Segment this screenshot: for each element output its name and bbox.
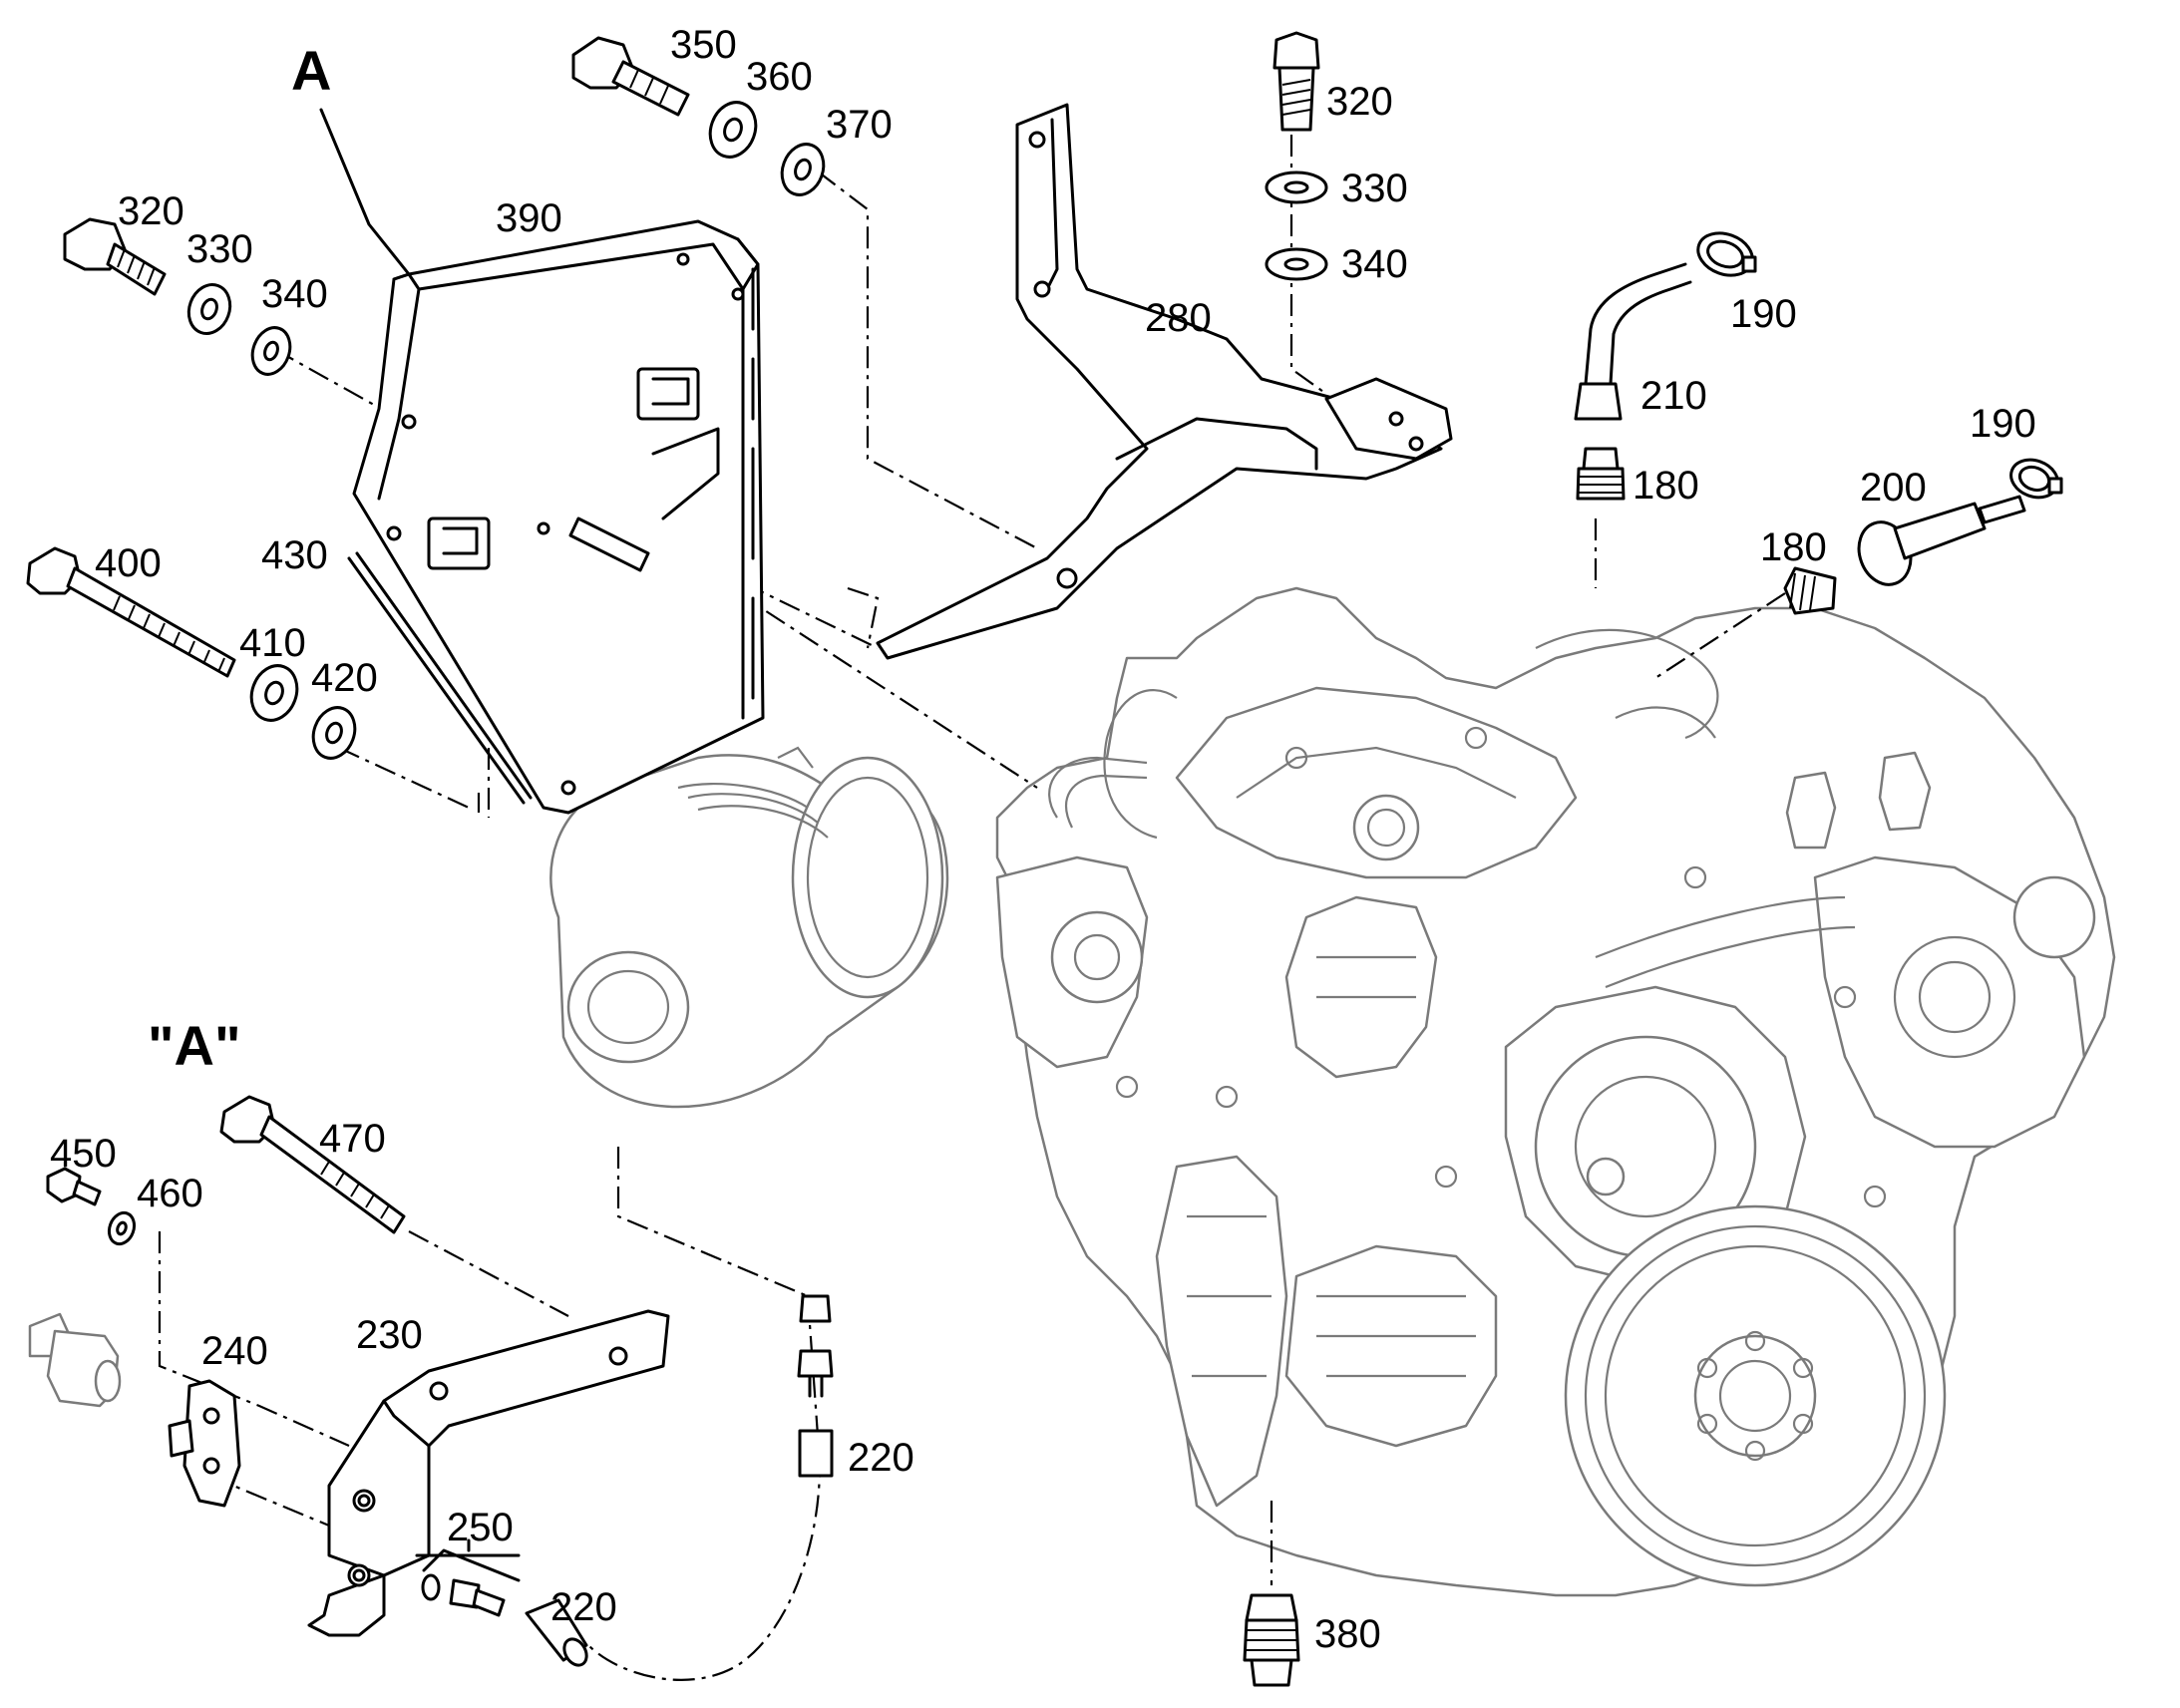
callout-320-left: 320 [118,189,184,233]
callout-390: 390 [496,196,562,240]
washer-420 [311,706,357,760]
detail-title: "A" [148,1014,241,1077]
fitting-180-right [1783,566,1837,615]
callout-420: 420 [311,656,378,700]
callout-230: 230 [356,1313,423,1357]
sensor-body [28,1312,122,1408]
connector-200 [1857,495,2026,586]
bolt-400 [26,546,236,678]
callout-350: 350 [670,23,737,67]
air-filter-cartridge [549,746,949,1109]
callout-labels: A "A" 390 320 330 340 400 410 420 430 35… [50,23,2036,1656]
callout-190-right: 190 [1970,402,2036,446]
callout-340-right: 340 [1341,242,1408,286]
washer-330-right [1265,171,1328,204]
callout-280: 280 [1145,296,1212,340]
bolt-350 [571,36,690,117]
callout-200: 200 [1860,466,1927,510]
washer-370 [780,143,826,196]
engine-block [995,586,2116,1597]
fitting-250 [421,1538,521,1617]
callout-320-right: 320 [1326,80,1393,124]
bracket-230 [307,1309,670,1637]
hose-210 [1574,262,1692,421]
callout-340-left: 340 [261,272,328,316]
bolt-450 [46,1167,102,1206]
washer-410 [249,664,299,722]
bolt-470 [219,1095,406,1234]
clamp-190-right [2009,458,2063,500]
callout-330-left: 330 [186,227,253,271]
washer-460 [107,1210,137,1246]
bracket-280 [876,103,1453,660]
callout-400: 400 [95,541,162,585]
callout-220-detail: 220 [550,1585,617,1629]
callout-330-right: 330 [1341,167,1408,210]
callout-190-top: 190 [1730,292,1797,336]
callout-450: 450 [50,1132,117,1176]
callout-210: 210 [1640,374,1707,418]
fitting-180-top [1576,447,1626,501]
drain-plug-380 [1243,1593,1300,1687]
tube-220-center [797,1294,834,1478]
flange-240 [168,1379,241,1508]
callout-250: 250 [447,1506,514,1549]
callout-470: 470 [319,1117,386,1161]
bolt-320-right [1272,31,1320,132]
washer-340-left [250,326,292,376]
washer-340-right [1265,247,1328,281]
callout-360: 360 [746,55,813,99]
callout-460: 460 [137,1172,203,1215]
callout-380: 380 [1314,1612,1381,1656]
bolt-320-left [63,217,167,296]
washer-330-left [186,283,232,335]
callout-180-top: 180 [1633,464,1699,508]
view-a-leader [319,108,411,276]
rod-430 [347,551,533,805]
cover-plate-390 [352,219,765,815]
callout-180-right: 180 [1760,525,1827,569]
tube-220-detail [525,1598,588,1667]
clamp-190-top [1696,231,1757,277]
view-label-a: A [291,39,331,102]
callout-370: 370 [826,103,893,147]
callout-240: 240 [201,1329,268,1373]
callout-220-center: 220 [848,1436,914,1480]
callout-410: 410 [239,621,306,665]
washer-360 [708,101,758,159]
callout-430: 430 [261,533,328,577]
